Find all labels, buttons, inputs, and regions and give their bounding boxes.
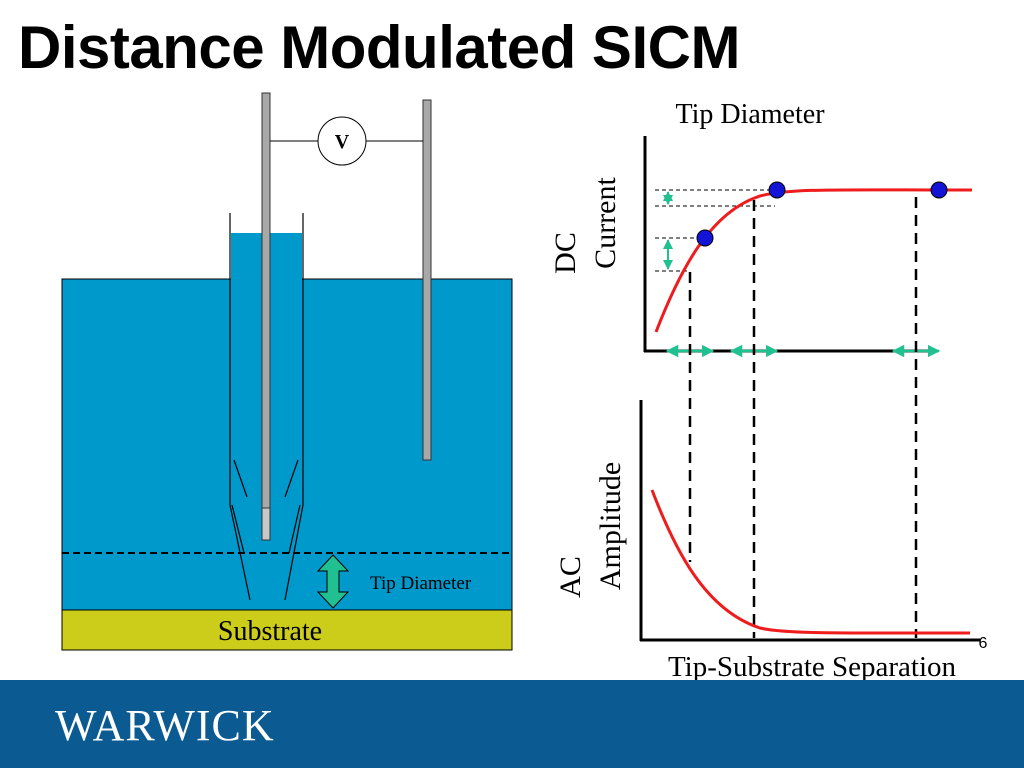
top-graph-title: Tip Diameter	[675, 99, 825, 130]
voltmeter	[317, 116, 367, 166]
top-graph-ylabel-line1: DC	[549, 232, 582, 274]
pipette-electrode	[261, 92, 271, 541]
voltmeter-label: V	[335, 131, 350, 153]
sicm-diagram: Substrate V Tip Diameter Tip Diameter DC…	[61, 92, 988, 680]
pipette	[229, 213, 304, 601]
top-graph-ylabel-line2: Current	[589, 177, 622, 269]
footer-bar	[0, 680, 1024, 768]
reference-electrode	[422, 99, 432, 461]
bottom-graph-xlabel: Tip-Substrate Separation	[668, 651, 957, 680]
slide-title: Distance Modulated SICM	[18, 14, 740, 81]
warwick-logo: WARWICK	[55, 701, 275, 750]
tip-diameter-inline-label: Tip Diameter	[370, 573, 472, 594]
dc-marker-near	[696, 229, 714, 247]
top-graph-guides	[655, 189, 775, 272]
dc-marker-far	[930, 181, 948, 199]
electrolyte-bath	[61, 278, 513, 611]
bottom-graph-ylabel-line2: Amplitude	[594, 462, 627, 590]
separation-dashed-lines	[688, 197, 918, 638]
pipette-electrode-lower	[261, 507, 271, 541]
bottom-graph-ylabel-line1: AC	[554, 556, 587, 598]
bottom-graph-axes	[639, 400, 980, 642]
ac-amplitude-curve	[650, 489, 971, 635]
substrate-label: Substrate	[218, 616, 322, 647]
slide-number: 6	[979, 635, 988, 652]
substrate	[61, 609, 513, 651]
tip-diameter-double-arrow	[316, 554, 350, 609]
dc-marker-mid	[768, 181, 786, 199]
dc-current-curve	[654, 188, 973, 333]
top-graph-axes	[643, 136, 937, 353]
